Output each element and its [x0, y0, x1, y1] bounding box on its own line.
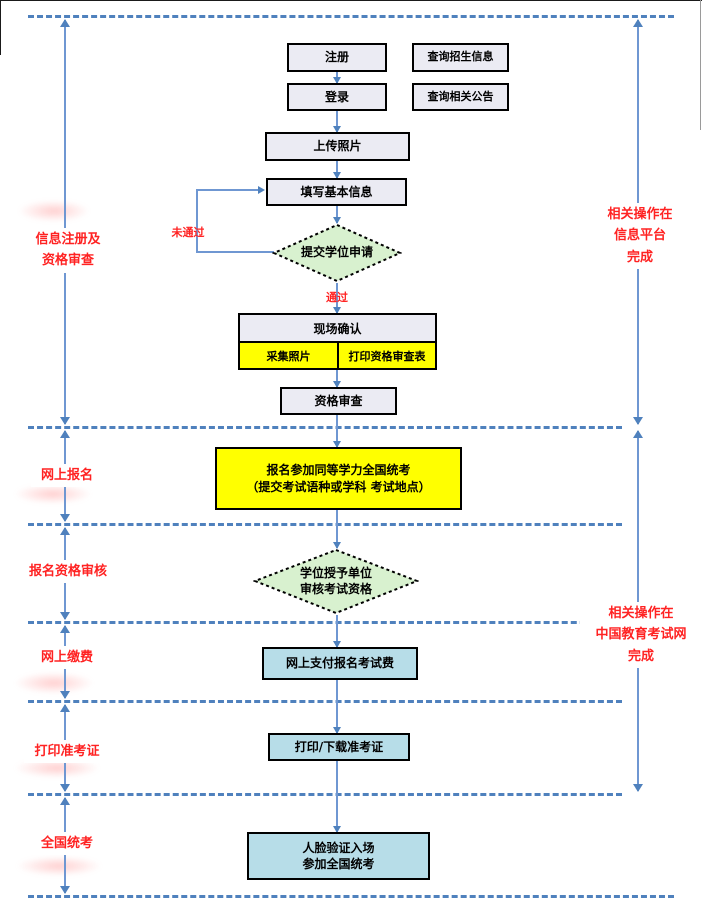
onsite-confirmation-title: 现场确认 — [240, 315, 435, 343]
connector-signup-unitreview — [333, 510, 341, 549]
unit-review-line1: 学位授予单位 — [299, 565, 372, 580]
section-divider-1 — [28, 15, 674, 18]
node-unit-review-qualification: 学位授予单位 审核考试资格 — [253, 548, 419, 615]
node-collect-photo: 采集照片 — [240, 343, 339, 368]
section-divider-2 — [28, 426, 622, 429]
node-face-verify-exam: 人脸验证入场 参加全国统考 — [247, 832, 430, 880]
section-divider-6 — [28, 793, 622, 796]
platform-label-line: 完成 — [626, 249, 653, 265]
face-verify-line1: 人脸验证入场 — [302, 840, 375, 855]
page-border-top — [0, 0, 702, 1]
page-border-right-stub — [700, 0, 701, 130]
node-pay-exam-fee: 网上支付报名考试费 — [262, 647, 418, 680]
onsite-subtasks: 采集照片 打印资格审查表 — [240, 343, 435, 368]
node-upload-photo: 上传照片 — [265, 132, 410, 161]
stage-label-line: 信息注册及 — [35, 232, 101, 247]
edge-label-pass: 通过 — [326, 291, 348, 304]
platform-label-line: 中国教育考试网 — [595, 627, 687, 643]
connector-ticket-exam — [333, 760, 341, 833]
loop-line-vertical — [196, 189, 198, 253]
connector-fillinfo-diamond — [333, 206, 341, 224]
connector-upload-fillinfo — [333, 161, 341, 179]
stage-label-online-signup: 网上报名 — [31, 464, 103, 488]
stage-span-arrow-left-1 — [60, 19, 70, 425]
platform-label-line: 完成 — [627, 648, 654, 664]
node-qualification-review: 资格审查 — [280, 387, 397, 415]
loop-line-bottom — [196, 251, 274, 253]
node-fill-basic-info: 填写基本信息 — [266, 178, 407, 206]
node-login: 登录 — [287, 83, 387, 111]
diamond-shape — [272, 223, 402, 283]
diamond-label: 提交学位申请 — [300, 245, 373, 260]
stage-label-line: 资格审查 — [41, 253, 94, 269]
connector-register-login — [333, 72, 341, 84]
connector-diamond-onsite — [333, 283, 341, 314]
node-query-notices: 查询相关公告 — [412, 83, 509, 111]
stage-label-print-ticket: 打印准考证 — [24, 740, 110, 764]
platform-label-info-platform: 相关操作在 信息平台 完成 — [592, 203, 688, 270]
section-divider-4 — [28, 621, 622, 624]
platform-label-line: 相关操作在 — [607, 207, 673, 222]
stage-label-signup-qualification: 报名资格审核 — [18, 560, 118, 584]
stage-label-national-exam: 全国统考 — [31, 832, 103, 856]
register-exam-line2: （提交考试语种或学科 考试地点） — [246, 479, 431, 494]
stage-label-online-payment: 网上缴费 — [31, 646, 103, 670]
section-divider-7 — [28, 895, 674, 898]
stage-label-registration-review: 信息注册及 资格审查 — [24, 228, 112, 273]
connector-login-upload — [333, 111, 341, 133]
watermark-blob — [14, 672, 94, 694]
loop-line-top — [196, 189, 258, 191]
unit-review-line2: 审核考试资格 — [299, 581, 372, 596]
platform-label-line: 信息平台 — [613, 228, 666, 244]
platform-label-line: 相关操作在 — [608, 606, 674, 621]
watermark-blob — [16, 856, 102, 876]
connector-payfee-ticket — [333, 680, 341, 734]
node-register: 注册 — [287, 43, 387, 72]
face-verify-line2: 参加全国统考 — [302, 857, 375, 871]
section-divider-3 — [28, 523, 622, 526]
node-onsite-confirmation: 现场确认 采集照片 打印资格审查表 — [238, 313, 437, 370]
node-query-admission-info: 查询招生信息 — [412, 43, 509, 72]
loop-arrowhead — [258, 186, 265, 194]
node-register-national-exam: 报名参加同等学力全国统考 （提交考试语种或学科 考试地点） — [215, 447, 462, 510]
platform-label-neea-site: 相关操作在 中国教育考试网 完成 — [580, 602, 702, 669]
edge-label-fail: 未通过 — [171, 226, 205, 239]
connector-onsite-review — [333, 370, 341, 388]
node-submit-degree-application: 提交学位申请 — [272, 223, 402, 283]
register-exam-line1: 报名参加同等学力全国统考 — [266, 463, 411, 478]
connector-unitreview-payfee — [333, 615, 341, 648]
section-divider-5 — [28, 700, 622, 703]
watermark-blob — [14, 484, 92, 504]
diamond-shape — [253, 548, 419, 615]
watermark-blob — [18, 200, 90, 222]
node-print-admission-ticket: 打印/下载准考证 — [268, 733, 410, 761]
connector-review-signup — [333, 415, 341, 448]
node-print-qualification-form: 打印资格审查表 — [339, 343, 435, 368]
page-border-left-stub — [0, 0, 1, 55]
